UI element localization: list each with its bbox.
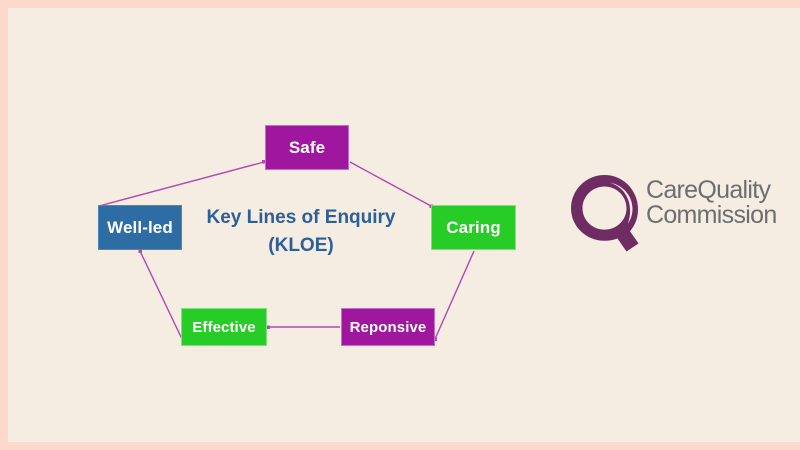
connector-safe-caring bbox=[349, 161, 432, 207]
node-well-led[interactable]: Well-led bbox=[98, 205, 182, 250]
node-effective[interactable]: Effective bbox=[181, 308, 267, 346]
connector-effective-wellled bbox=[139, 250, 183, 340]
node-reponsive[interactable]: Reponsive bbox=[341, 308, 435, 346]
diagram-center-title: Key Lines of Enquiry (KLOE) bbox=[196, 204, 406, 259]
connector-endpoint bbox=[138, 249, 142, 253]
care-quality-commission-logo: CareQuality Commission bbox=[568, 168, 788, 263]
cqc-wordmark: CareQuality Commission bbox=[646, 178, 788, 227]
node-reponsive-label: Reponsive bbox=[349, 318, 427, 336]
cqc-q-mark-icon bbox=[571, 175, 639, 252]
node-safe[interactable]: Safe bbox=[265, 125, 349, 170]
node-well-led-label: Well-led bbox=[107, 218, 173, 237]
slide-content-area: Key Lines of Enquiry (KLOE) Safe Well-le… bbox=[8, 8, 800, 442]
connector-wellled-safe bbox=[98, 161, 265, 207]
node-caring[interactable]: Caring bbox=[431, 205, 516, 250]
connector-endpoint bbox=[266, 325, 270, 329]
cqc-wordmark-line-1: CareQuality bbox=[646, 176, 771, 204]
node-effective-label: Effective bbox=[192, 318, 256, 336]
connector-caring-reponsive bbox=[434, 250, 475, 340]
node-caring-label: Caring bbox=[446, 218, 501, 237]
center-title-line-1: Key Lines of bbox=[206, 207, 320, 228]
center-title-line-2: Enquiry (KLOE) bbox=[268, 207, 396, 256]
node-safe-label: Safe bbox=[288, 138, 326, 157]
cqc-wordmark-line-2: Commission bbox=[646, 200, 777, 229]
